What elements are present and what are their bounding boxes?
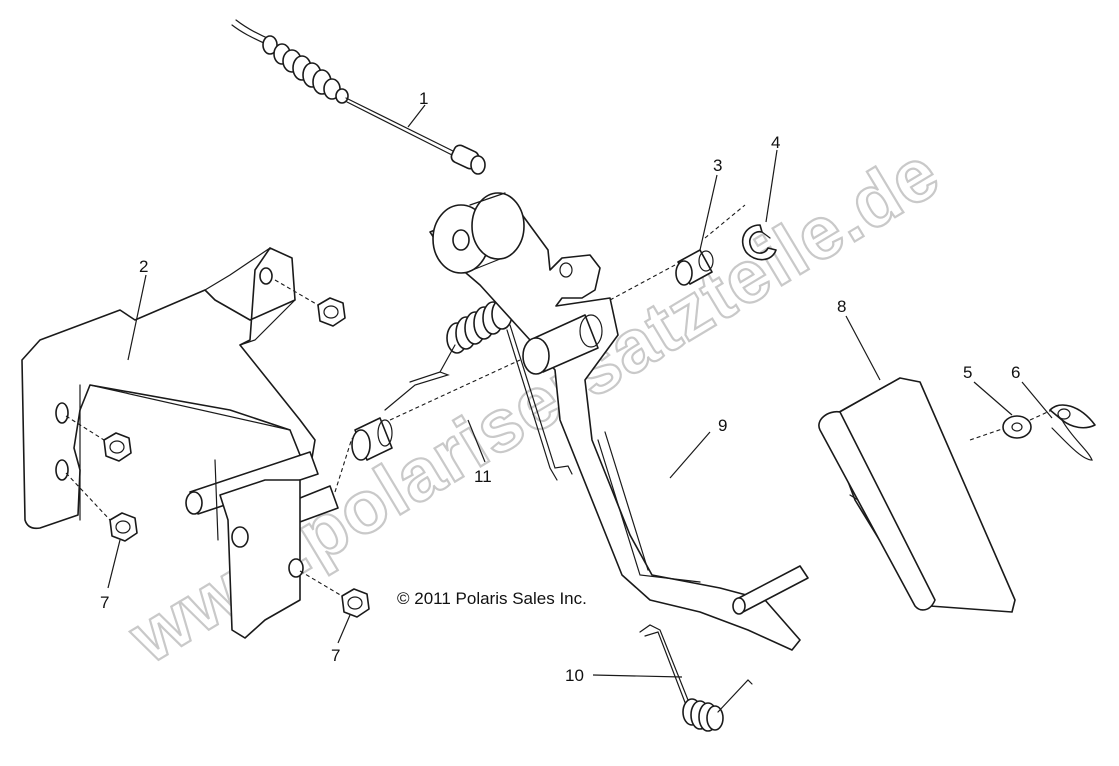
hair-pin-clip [1049, 404, 1096, 461]
callout-4: 4 [771, 133, 780, 152]
callout-1: 1 [419, 89, 428, 108]
leader-lines [107, 104, 1053, 678]
hex-nut-middle [103, 432, 132, 462]
hex-nut-right [341, 588, 370, 618]
callouts: 1 2 3 4 8 5 6 9 11 10 7 7 [100, 89, 1020, 685]
callout-10: 10 [565, 666, 584, 685]
callout-9: 9 [718, 416, 727, 435]
hex-nut-left [109, 512, 138, 542]
callout-7-left: 7 [100, 593, 109, 612]
torsion-spring [384, 298, 573, 481]
assembly-lines [65, 204, 1053, 597]
callout-6: 6 [1011, 363, 1020, 382]
copyright-notice: © 2011 Polaris Sales Inc. [397, 589, 587, 608]
throttle-cable [231, 19, 486, 175]
callout-5: 5 [963, 363, 972, 382]
callout-2: 2 [139, 257, 148, 276]
callout-3: 3 [713, 156, 722, 175]
flanged-bushing-left [351, 417, 393, 461]
mounting-bracket [21, 247, 339, 639]
callout-11: 11 [474, 467, 492, 486]
retaining-clip [741, 224, 777, 261]
flat-washer [1002, 415, 1032, 439]
pedal-arm [429, 192, 809, 651]
hex-nut-upper [317, 297, 346, 327]
bushing [675, 249, 714, 286]
return-spring [639, 624, 753, 732]
callout-7-right: 7 [331, 646, 340, 665]
callout-8: 8 [837, 297, 846, 316]
pedal-pad [818, 377, 1016, 613]
